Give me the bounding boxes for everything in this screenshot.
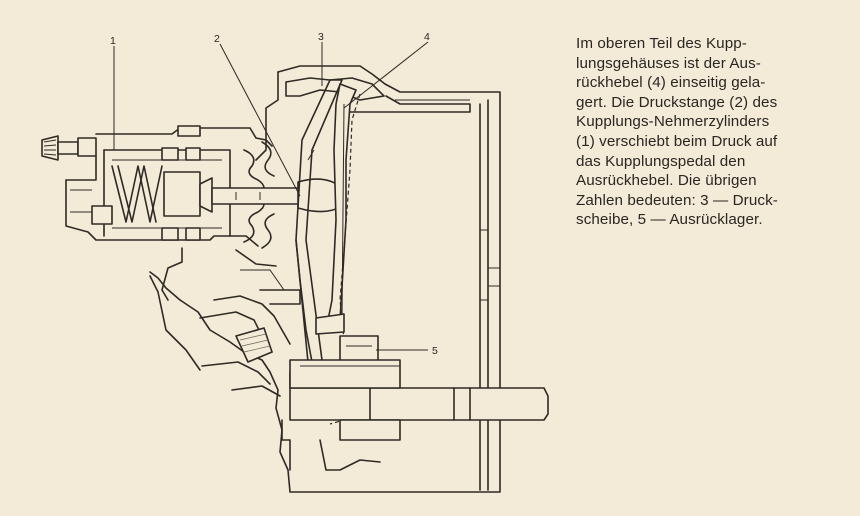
pressure-plate: [295, 79, 343, 363]
caption-line: Im oberen Teil des Kupp-: [576, 35, 747, 52]
callout-4: 4: [424, 31, 430, 43]
callout-5: 5: [432, 345, 438, 357]
caption-line: das Kupplungspedal den: [576, 152, 746, 170]
caption-line: rückhebel (4) einseitig gela-: [576, 74, 766, 92]
callout-3: 3: [318, 31, 324, 43]
caption-line: Ausrückhebel. Die übrigen: [576, 172, 757, 190]
caption-line: Kupplungs-Nehmerzylinders: [576, 113, 770, 131]
clutch-cross-section-drawing: 1 2 3 4 5: [41, 31, 549, 493]
clutch-housing: [149, 65, 501, 493]
figure-caption: Im oberen Teil des Kupp- lungsgehäuses i…: [576, 34, 851, 230]
caption-line: lungsgehäuses ist der Aus-: [576, 54, 761, 72]
caption-line: gert. Die Druckstange (2) des: [576, 93, 778, 111]
push-rod: [199, 177, 347, 213]
callout-1: 1: [110, 35, 116, 47]
caption-line: scheibe, 5 — Ausrücklager.: [576, 211, 763, 229]
callout-leaders: [113, 41, 429, 351]
slave-cylinder: [41, 125, 275, 249]
callout-labels: 1 2 3 4 5: [110, 31, 438, 357]
input-shaft: [281, 359, 549, 471]
lower-housing-section: [149, 247, 301, 397]
callout-2: 2: [214, 33, 220, 45]
caption-line: Zahlen bedeuten: 3 — Druck-: [576, 191, 778, 209]
caption-line: (1) verschiebt beim Druck auf: [576, 132, 778, 150]
